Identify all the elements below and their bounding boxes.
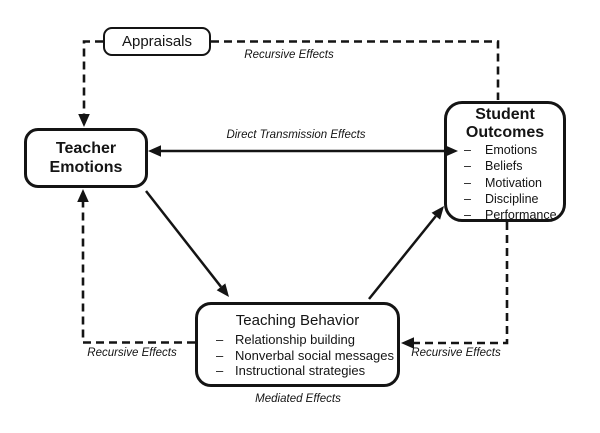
- teacher-emotions-box: Teacher Emotions: [24, 128, 148, 188]
- student-outcomes-title: Student Outcomes: [447, 104, 563, 142]
- arrowhead-icon: [216, 283, 229, 297]
- student-outcomes-title-line2: Outcomes: [465, 124, 545, 141]
- appraisals-title: Appraisals: [121, 33, 193, 50]
- direct-transmission-arrow: [148, 145, 458, 157]
- list-item-label: Performance: [485, 208, 557, 223]
- recursive-effects-label-right: Recursive Effects: [411, 347, 501, 359]
- teaching-behavior-title: Teaching Behavior: [235, 312, 360, 329]
- student-outcomes-box: Student Outcomes – Emotions – Beliefs – …: [444, 101, 566, 222]
- arrowhead-icon: [77, 189, 89, 202]
- dash-bullet: –: [216, 347, 224, 363]
- teaching-behavior-list: – Relationship building – Nonverbal soci…: [198, 329, 397, 379]
- arrowhead-left-icon: [148, 145, 161, 157]
- recursive-effects-label-left: Recursive Effects: [87, 347, 177, 359]
- list-item: – Emotions: [464, 142, 563, 158]
- dash-bullet: –: [216, 332, 224, 347]
- list-item-label: Motivation: [485, 175, 542, 190]
- list-item-label: Beliefs: [485, 159, 523, 174]
- arrowhead-icon: [431, 206, 444, 220]
- direct-transmission-effects-label: Direct Transmission Effects: [226, 129, 366, 141]
- student-outcomes-title-line1: Student: [475, 106, 535, 123]
- teacher-emotions-to-teaching-behavior-arrow: [145, 190, 229, 297]
- arrowhead-icon: [78, 114, 90, 127]
- list-item: – Discipline: [464, 191, 563, 207]
- teacher-emotions-title-line2: Emotions: [49, 159, 123, 176]
- list-item-label: Nonverbal social messages: [235, 347, 394, 363]
- list-item: – Motivation: [464, 175, 563, 191]
- list-item-label: Relationship building: [235, 332, 355, 347]
- student-outcomes-list: – Emotions – Beliefs – Motivation – Disc…: [447, 142, 563, 223]
- list-item-label: Discipline: [485, 191, 539, 206]
- list-item: – Nonverbal social messages: [216, 348, 397, 364]
- dash-bullet: –: [464, 175, 471, 190]
- dash-bullet: –: [464, 208, 471, 223]
- appraisals-box: Appraisals: [103, 27, 211, 56]
- dash-bullet: –: [464, 191, 471, 206]
- teaching-behavior-to-teacher-emotions-dashed-arrow: [77, 189, 195, 344]
- dash-bullet: –: [464, 143, 471, 157]
- list-item: – Relationship building: [216, 332, 397, 348]
- list-item-label: Instructional strategies: [235, 363, 366, 378]
- list-item: – Beliefs: [464, 158, 563, 174]
- student-outcomes-to-teaching-behavior-dashed-arrow: [401, 222, 509, 349]
- appraisals-to-teacher-emotions-dashed-arrow: [78, 40, 103, 127]
- dash-bullet: –: [464, 159, 471, 174]
- list-item: – Instructional strategies: [216, 363, 397, 379]
- recursive-effects-label-top: Recursive Effects: [244, 49, 334, 61]
- dash-bullet: –: [216, 363, 224, 378]
- teaching-behavior-to-student-outcomes-arrow: [368, 206, 444, 300]
- teacher-emotions-title-line1: Teacher: [55, 139, 117, 157]
- teaching-behavior-box: Teaching Behavior – Relationship buildin…: [195, 302, 400, 387]
- mediated-effects-label: Mediated Effects: [255, 393, 341, 405]
- list-item: – Performance: [464, 207, 563, 223]
- list-item-label: Emotions: [485, 143, 538, 157]
